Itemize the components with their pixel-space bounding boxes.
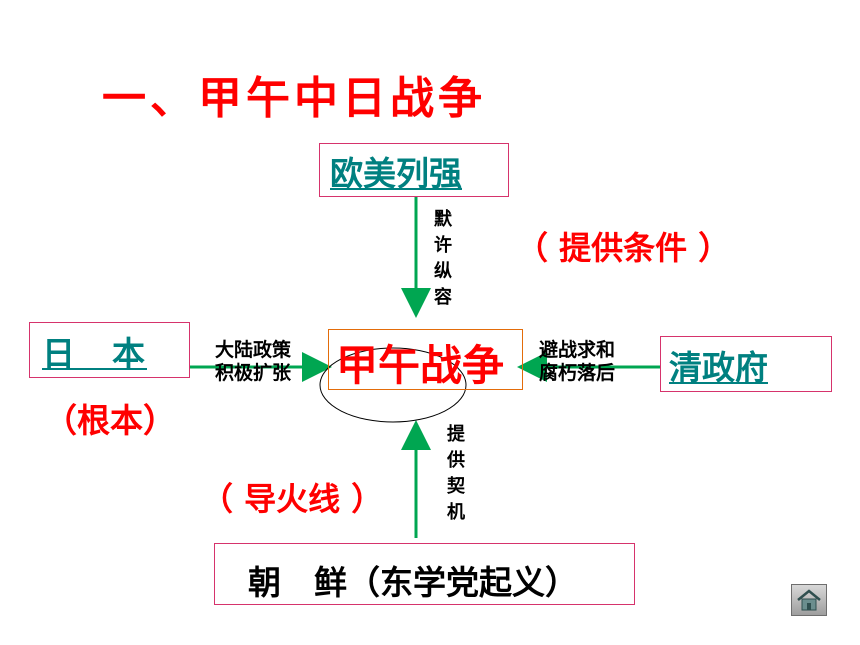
korea-edge-char: 机 <box>447 502 465 523</box>
fuse-note: （ 导火线 ） <box>201 480 384 518</box>
japan-edge-line2: 积极扩张 <box>215 362 292 384</box>
home-button[interactable] <box>791 584 827 616</box>
center-ellipse <box>319 347 467 423</box>
root-note: （根本） <box>44 401 176 440</box>
korea-box <box>214 543 635 605</box>
powers-edge-char: 许 <box>434 235 452 256</box>
korea-edge-label: 提 供 契 机 <box>445 422 467 526</box>
qing-edge-line2: 腐朽落后 <box>539 362 616 384</box>
powers-link[interactable]: 欧美列强 <box>330 154 462 193</box>
japan-link[interactable]: 日 本 <box>42 334 147 373</box>
korea-edge-char: 提 <box>447 424 465 445</box>
qing-box <box>660 336 832 392</box>
center-label: 甲午战争 <box>336 341 505 390</box>
home-icon <box>797 589 821 611</box>
korea-label: 朝 鲜（东学党起义） <box>248 563 578 602</box>
korea-edge-char: 供 <box>447 450 465 471</box>
conditions-note: （ 提供条件 ） <box>516 229 731 267</box>
powers-edge-char: 默 <box>434 209 452 230</box>
powers-edge-label: 默 许 纵 容 <box>432 207 454 311</box>
powers-edge-char: 纵 <box>434 261 452 282</box>
qing-edge-label: 避战求和 腐朽落后 <box>539 339 615 385</box>
qing-link[interactable]: 清政府 <box>669 348 768 387</box>
japan-edge-line1: 大陆政策 <box>215 339 292 361</box>
page-title: 一、甲午中日战争 <box>102 73 486 124</box>
japan-edge-label: 大陆政策 积极扩张 <box>215 339 291 385</box>
korea-edge-char: 契 <box>447 476 465 497</box>
center-box <box>328 329 523 390</box>
powers-edge-char: 容 <box>434 287 452 308</box>
qing-edge-line1: 避战求和 <box>539 339 616 361</box>
powers-box <box>319 143 509 197</box>
japan-box <box>29 322 190 378</box>
